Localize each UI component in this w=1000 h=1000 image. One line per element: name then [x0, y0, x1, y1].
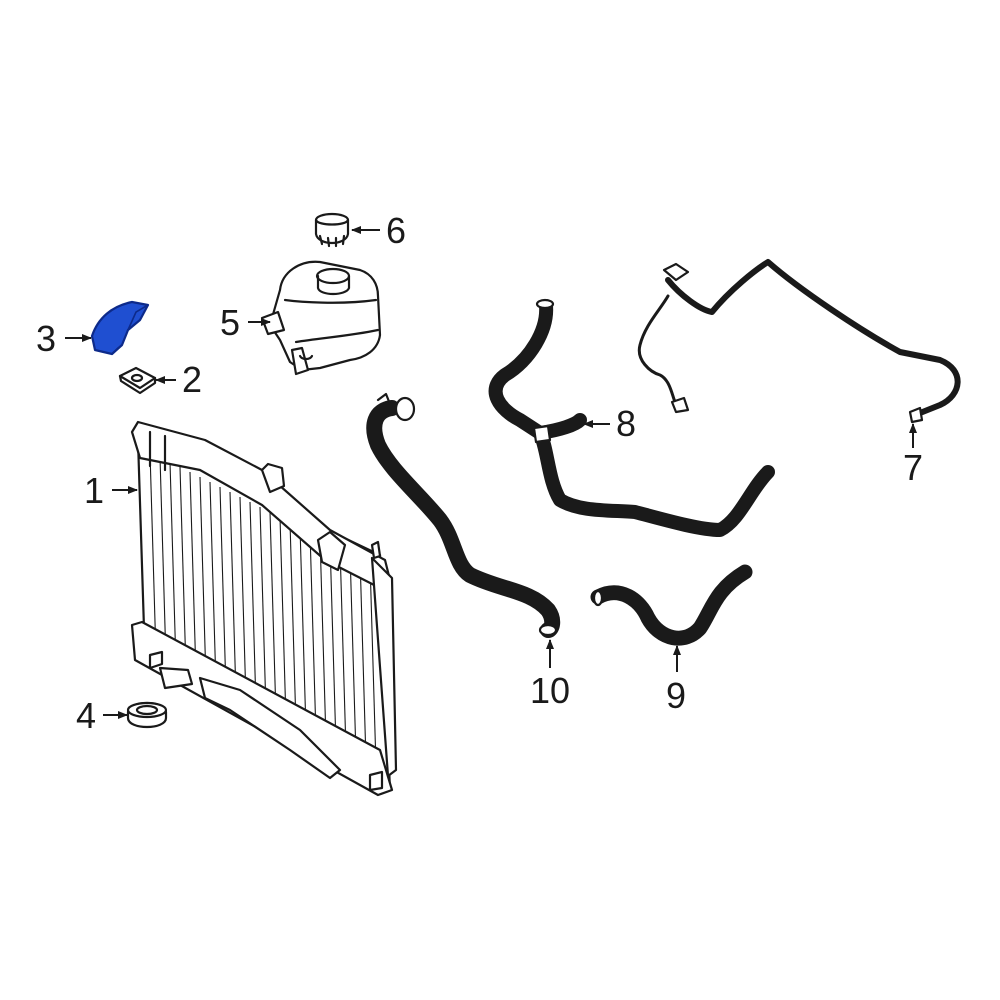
radiator-fins — [149, 451, 377, 767]
radiator-bracket-highlighted — [90, 300, 150, 356]
callout-2: 2 — [182, 359, 202, 400]
callout-6: 6 — [386, 210, 406, 251]
lower-coolant-hose — [590, 564, 753, 646]
radiator-hose — [366, 392, 561, 638]
callout-8: 8 — [616, 403, 636, 444]
retainer-clip — [118, 366, 157, 395]
reservoir-cap — [314, 212, 350, 248]
coolant-reservoir — [260, 260, 382, 376]
upper-coolant-hose — [488, 298, 775, 537]
callout-3: 3 — [36, 318, 56, 359]
callout-1: 1 — [84, 470, 104, 511]
callout-4: 4 — [76, 695, 96, 736]
callout-9: 9 — [666, 675, 686, 716]
callout-10: 10 — [530, 670, 570, 711]
radiator-mount-grommet — [126, 701, 168, 729]
callout-7: 7 — [903, 447, 923, 488]
radiator — [130, 420, 398, 797]
sensor-wire-harness — [637, 259, 961, 424]
callout-labels: 1 2 3 4 5 6 7 8 9 10 — [36, 210, 923, 736]
callout-5: 5 — [220, 302, 240, 343]
leader-arrows — [65, 226, 917, 719]
